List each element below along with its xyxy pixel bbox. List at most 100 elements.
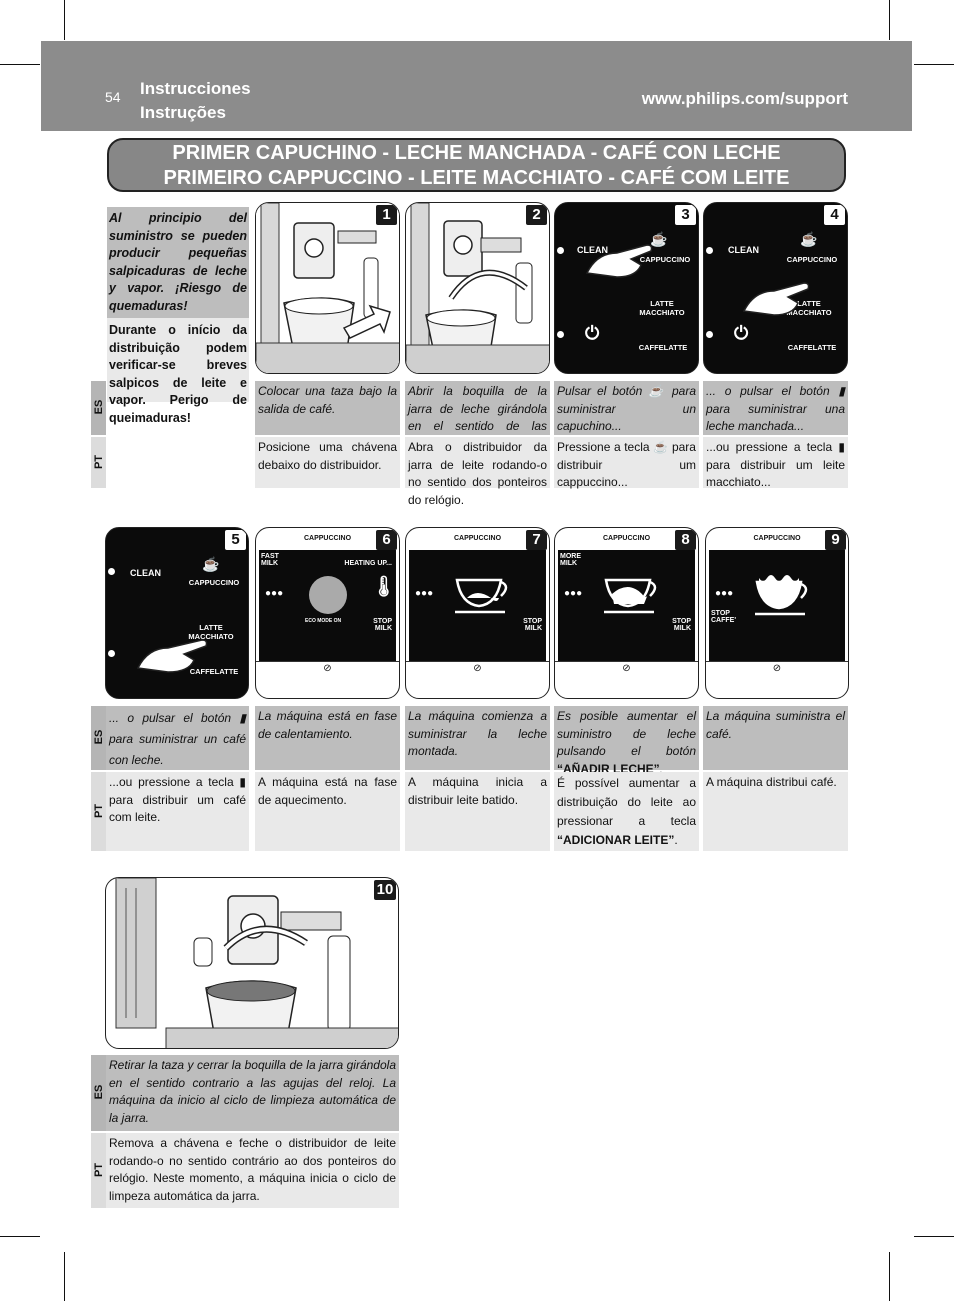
stop-icon: ⊘	[772, 663, 782, 674]
caffelatte-button-icon: ▮	[239, 711, 246, 725]
latte-macchiato-button-icon: ▮	[838, 384, 845, 398]
illustration-step-7: CAPPUCCINO ●●● STOP MILK ⊘ 7	[405, 527, 550, 699]
crop-mark	[914, 64, 954, 65]
page-header: 54 Instrucciones Instruções www.philips.…	[41, 41, 912, 131]
caption-es-step-2: Abrir la boquilla de la jarra de leche g…	[405, 381, 550, 451]
display-screen: CAPPUCCINO ●●● STOP CAFFE'	[709, 535, 845, 662]
display-screen: CAPPUCCINO FAST MILK HEATING UP... ●●● E…	[259, 535, 397, 662]
panel-dot	[557, 247, 564, 254]
lang-tab-es: ES	[91, 1055, 106, 1131]
cappuccino-cup-icon: ☕	[650, 231, 668, 247]
screen-title: CAPPUCCINO	[453, 535, 502, 542]
lang-tab-pt: PT	[91, 772, 106, 851]
lang-tab-pt: PT	[91, 1133, 106, 1208]
lang-tab-es: ES	[91, 381, 106, 435]
section-title-pt: PRIMEIRO CAPPUCCINO - LEITE MACCHIATO - …	[163, 167, 790, 189]
panel-dot	[706, 247, 713, 254]
cup-icon	[455, 578, 508, 614]
caffelatte-label: CAFFELATTE	[787, 343, 837, 352]
crop-mark	[889, 0, 890, 40]
caption-es-step-6: La máquina está en fase de calentamiento…	[255, 706, 400, 770]
machine-rotate-spout-illustration	[406, 203, 549, 373]
caffelatte-button-icon: ▮	[239, 775, 246, 789]
illustration-step-8: CAPPUCCINO MORE MILK ●●● STOP MILK ⊘ 8	[554, 527, 699, 699]
crop-mark	[64, 0, 65, 40]
cup-icon	[755, 575, 808, 616]
caption-es-step-10: Retirar la taza y cerrar la boquilla de …	[106, 1055, 399, 1131]
caption-es-step-9: La máquina suministra el café.	[703, 706, 848, 770]
caption-es-step-8: Es posible aumentar el suministro de lec…	[554, 706, 699, 776]
crop-mark	[914, 1236, 954, 1237]
panel-dot	[108, 568, 115, 575]
warning-box: Al principio del suministro se pueden pr…	[107, 207, 249, 425]
section-title-es: PRIMER CAPUCHINO - LECHE MANCHADA - CAFÉ…	[172, 142, 781, 164]
latte-label: LATTE MACCHIATO	[639, 299, 685, 317]
clean-label: CLEAN	[728, 245, 759, 255]
illustration-step-2: 2	[405, 202, 550, 374]
stop-milk-label: STOP MILK	[373, 618, 392, 632]
stop-milk-label: STOP MILK	[672, 618, 691, 632]
step-number-badge: 8	[675, 530, 696, 550]
latte-label: LATTE MACCHIATO	[188, 623, 234, 641]
step-number-badge: 10	[374, 880, 396, 900]
cappuccino-label: CAPPUCCINO	[786, 255, 838, 264]
illustration-step-4: CLEAN ☕ CAPPUCCINO LATTE MACCHIATO CAFFE…	[703, 202, 848, 374]
screen-title: CAPPUCCINO	[753, 535, 801, 542]
illustration-step-1: 1	[255, 202, 400, 374]
power-icon: ⏻	[585, 323, 600, 343]
warning-es: Al principio del suministro se pueden pr…	[107, 207, 249, 318]
pointing-hand-icon	[585, 244, 653, 278]
display-screen: CAPPUCCINO ●●● STOP MILK	[409, 535, 546, 662]
stop-milk-label: STOP MILK	[523, 618, 542, 632]
lang-tab-es: ES	[91, 706, 106, 770]
crop-mark	[889, 1252, 890, 1301]
crop-mark	[0, 1236, 40, 1237]
caption-pt-step-6: A máquina está na fase de aquecimento.	[255, 772, 400, 851]
caption-pt-step-8: É possível aumentar a distribuição do le…	[554, 772, 699, 851]
display-screen: CAPPUCCINO MORE MILK ●●● STOP MILK	[558, 535, 695, 662]
illustration-step-6: CAPPUCCINO FAST MILK HEATING UP... ●●● E…	[255, 527, 400, 699]
caption-es-step-4: ... o pulsar el botón ▮ para suministrar…	[703, 381, 848, 435]
panel-dot	[557, 331, 564, 338]
eco-tree-icon	[309, 576, 347, 614]
caption-pt-step-4: ...ou pressione a tecla ▮ para distribui…	[703, 437, 848, 489]
cup-icon	[604, 578, 657, 614]
thermometer-icon: 🌡	[371, 576, 397, 598]
warning-pt: Durante o início da distribuição podem v…	[107, 318, 249, 425]
crop-mark	[0, 64, 40, 65]
caption-pt-step-5: ...ou pressione a tecla ▮ para distribui…	[106, 772, 249, 851]
more-milk-label: MORE MILK	[560, 553, 581, 567]
caption-pt-step-7: A máquina inicia a distribuir leite bati…	[405, 772, 550, 851]
eco-mode-label: ECO MODE ON	[305, 618, 342, 624]
cappuccino-button-icon: ☕	[648, 384, 666, 398]
stop-icon: ⊘	[323, 663, 332, 674]
header-title-pt: Instruções	[140, 103, 226, 122]
stop-icon: ⊘	[622, 663, 631, 674]
crop-mark	[64, 1252, 65, 1301]
clean-label: CLEAN	[130, 568, 161, 578]
latte-label: LATTE MACCHIATO	[786, 299, 832, 317]
stop-icon: ⊘	[473, 663, 482, 674]
caption-pt-step-10: Remova a chávena e feche o distribuidor …	[106, 1133, 399, 1208]
support-url-link[interactable]: www.philips.com/support	[641, 89, 848, 108]
cappuccino-label: CAPPUCCINO	[188, 578, 240, 587]
screen-title: CAPPUCCINO	[303, 535, 352, 542]
coffee-beans-icon: ●●●	[564, 588, 583, 599]
header-title-es: Instrucciones	[140, 79, 251, 98]
pointing-hand-icon	[742, 282, 810, 316]
step-number-badge: 7	[526, 530, 547, 550]
cappuccino-label: CAPPUCCINO	[639, 255, 691, 264]
power-icon: ⏻	[734, 323, 749, 343]
caption-pt-step-3: Pressione a tecla ☕ para distribuir um c…	[554, 437, 699, 489]
heating-label: HEATING UP...	[344, 560, 392, 567]
caption-pt-step-1: Posicione uma chávena debaixo do distrib…	[255, 437, 400, 488]
latte-macchiato-button-icon: ▮	[838, 440, 845, 454]
machine-close-spout-illustration	[115, 878, 398, 1048]
caption-pt-step-9: A máquina distribui café.	[703, 772, 848, 851]
fast-milk-label: FAST MILK	[261, 553, 279, 567]
cappuccino-cup-icon: ☕	[202, 556, 220, 572]
illustration-step-3: CLEAN ☕ CAPPUCCINO LATTE MACCHIATO CAFFE…	[554, 202, 699, 374]
coffee-beans-icon: ●●●	[415, 588, 434, 599]
step-number-badge: 3	[675, 205, 696, 225]
machine-cup-illustration	[256, 203, 399, 373]
